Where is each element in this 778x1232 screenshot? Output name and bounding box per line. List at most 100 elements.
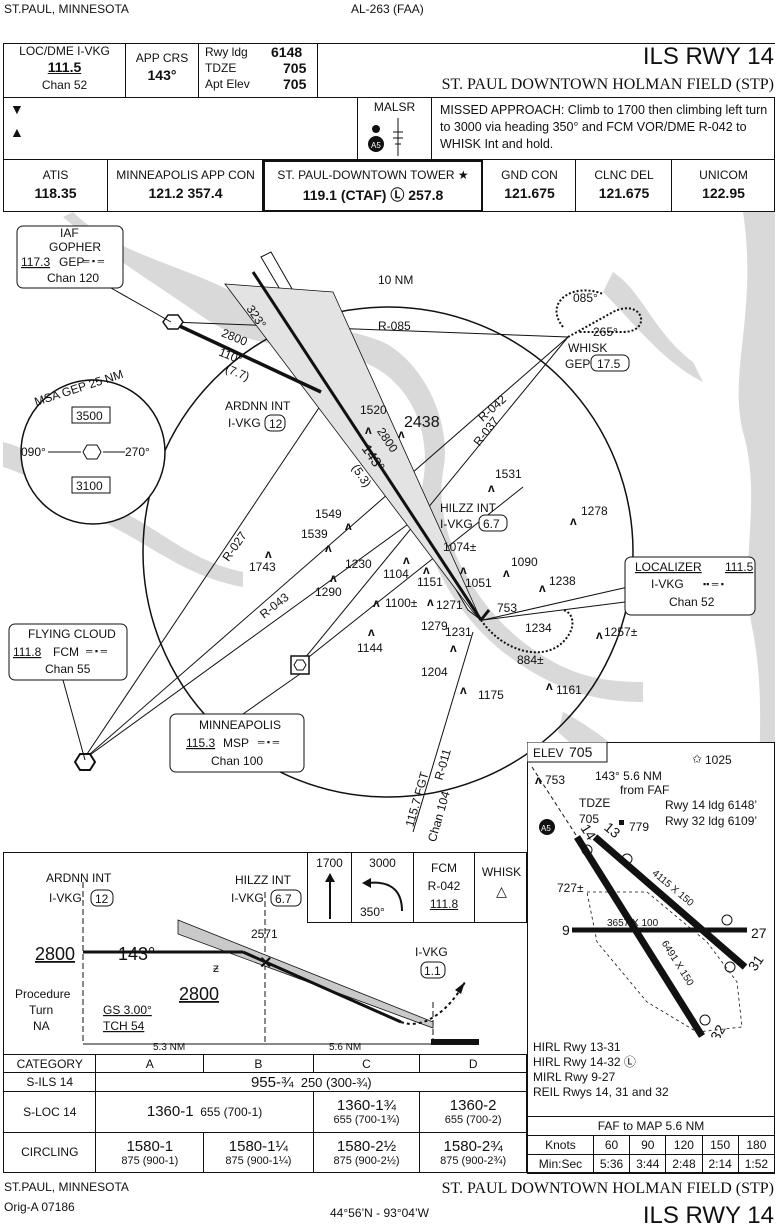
elev-value: 705 — [569, 744, 593, 760]
malsr-label: MALSR — [373, 100, 416, 114]
obstacle-label: 1290 — [315, 585, 342, 599]
unicom-label: UNICOM — [699, 168, 748, 182]
tdze-label: TDZE — [205, 61, 237, 75]
obstacle-label: 1743 — [249, 560, 276, 574]
rwy14-ldg: Rwy 14 ldg 6148’ — [665, 798, 757, 812]
r011-label: R-011 — [432, 747, 454, 782]
svg-text:ʌ: ʌ — [330, 571, 337, 585]
knots-value: 120 — [665, 1135, 703, 1155]
profile-ardnn-id: I-VKG — [49, 891, 82, 905]
loc-box-id: I-VKG — [651, 577, 684, 591]
iaf-label: IAF — [60, 226, 79, 240]
obstacle-label: 1230 — [345, 557, 372, 571]
ardnn-dist: 12 — [269, 417, 283, 431]
svg-text:ʌ: ʌ — [325, 541, 332, 555]
footer-amendment: Orig-A 07186 — [4, 1200, 75, 1214]
rwy-31: 31 — [745, 952, 767, 974]
obstacle-label: 1238 — [549, 574, 576, 588]
missed-approach-icons: 1700 3000 350° FCM R-042 111.8 WHISK △ — [307, 852, 527, 923]
hilzz-dist: 6.7 — [483, 517, 500, 531]
light-note: MIRL Rwy 9-27 — [533, 1070, 616, 1084]
malsr-icon: A5 — [368, 118, 403, 156]
svg-text:ʌ: ʌ — [460, 563, 467, 577]
app-con-freq: 121.2 357.4 — [148, 185, 223, 201]
loc-box-name: LOCALIZER — [635, 560, 702, 574]
knots-value: 180 — [737, 1135, 776, 1155]
sloc-c-sub: 655 (700-1¾) — [333, 1114, 400, 1127]
obstacle-label: 1279 — [421, 619, 448, 633]
loc-chan: Chan 52 — [41, 78, 88, 92]
gopher-name: GOPHER — [49, 240, 101, 254]
whisk-dist: 17.5 — [597, 357, 621, 371]
sils-value: 955-¾ — [250, 1073, 294, 1091]
footer-title: ILS RWY 14 — [642, 1202, 774, 1229]
knots-value: 60 — [592, 1135, 631, 1155]
whisk-gep: GEP — [565, 357, 590, 371]
footer-coords: 44°56’N - 93°04’W — [330, 1206, 429, 1220]
ardnn-name: ARDNN INT — [225, 399, 291, 413]
tower-freq: 119.1 (CTAF) Ⓛ 257.8 — [302, 187, 444, 203]
title: ILS RWY 14 — [642, 43, 774, 70]
light-note: HIRL Rwy 14-32 Ⓛ — [533, 1055, 636, 1069]
sils-minimums: 955-¾ 250 (300-¾) — [95, 1072, 527, 1093]
circ-b-value: 1580-1¼ — [228, 1137, 288, 1155]
loc-box-freq: 111.5 — [725, 560, 754, 574]
sloc-c-value: 1360-1¾ — [336, 1097, 397, 1115]
gopher-morse: ═ ▪ ═ — [82, 256, 105, 266]
ardnn-id: I-VKG — [228, 416, 261, 430]
header-location: ST.PAUL, MINNESOTA — [4, 2, 129, 16]
svg-text:A5: A5 — [541, 824, 551, 833]
obstacle-label: 1175 — [478, 688, 504, 702]
tower-elev: 1025 — [705, 753, 732, 767]
gopher-freq: 117.3 — [21, 255, 50, 269]
profile-2800b: 2800 — [179, 984, 219, 1004]
localizer-box: LOCALIZER 111.5 I-VKG ▪▪ ═ ▪ Chan 52 — [482, 556, 756, 621]
rwy-ldg-label: Rwy ldg — [205, 45, 248, 59]
profile-view — [3, 852, 527, 1054]
loc-box: LOC/DME I-VKG 111.5 Chan 52 — [3, 43, 126, 98]
hilzz-id: I-VKG — [440, 517, 473, 531]
ma-1700: 1700 — [316, 856, 343, 870]
footer-airport: ST. PAUL DOWNTOWN HOLMAN FIELD (STP) — [441, 1180, 774, 1197]
svg-text:ʌ: ʌ — [539, 581, 546, 595]
msa-3500: 3500 — [76, 409, 103, 423]
svg-text:ƶ: ƶ — [213, 961, 219, 975]
knots-label: Knots — [527, 1135, 594, 1155]
approach-course — [170, 251, 483, 621]
unicom-freq: 122.95 — [702, 185, 745, 201]
ma-whisk: WHISK — [481, 865, 522, 879]
ten-nm-label: 10 NM — [378, 273, 413, 287]
profile-hilzz-name: HILZZ INT — [235, 873, 292, 887]
flying-cloud-box: FLYING CLOUD 111.8 FCM ═ ▪ ═ Chan 55 — [8, 623, 128, 761]
profile-ardnn-name: ARDNN INT — [46, 871, 112, 885]
obstacle-label: 884± — [517, 653, 544, 667]
missed-approach-track — [480, 609, 574, 654]
pt-line3: NA — [33, 1019, 50, 1033]
svg-text:ʌ: ʌ — [460, 683, 467, 697]
svg-text:✩: ✩ — [692, 752, 702, 766]
faf-map-table: FAF to MAP 5.6 NM Knots 60 90 120 150 18… — [527, 1116, 776, 1174]
r027-label: R-027 — [219, 529, 249, 564]
runway-symbol — [479, 609, 491, 621]
app-con-label: MINNEAPOLIS APP CON — [116, 168, 255, 182]
notes-row — [3, 98, 775, 160]
minsec-label: Min:Sec — [527, 1154, 594, 1174]
profile-143: 143° — [118, 944, 155, 964]
obstacle-label: 753 — [497, 601, 517, 615]
sketch-tdze-label: TDZE — [579, 796, 610, 810]
atis-freq: 118.35 — [34, 185, 77, 201]
msp-freq: 115.3 — [186, 736, 215, 750]
loc-box-chan: Chan 52 — [669, 595, 715, 609]
obstacle-label: 1161 — [556, 683, 582, 697]
profile-2800a: 2800 — [35, 944, 75, 964]
obstacle-label: 2438 — [404, 414, 440, 431]
ma-3000: 3000 — [369, 856, 396, 870]
profile-gs: GS 3.00° — [103, 1003, 152, 1017]
apt-elev-label: Apt Elev — [205, 77, 250, 91]
min-header: C — [312, 1053, 421, 1074]
fc-freq: 111.8 — [13, 645, 42, 659]
whisk-name: WHISK — [568, 341, 607, 355]
knots-value: 90 — [629, 1135, 667, 1155]
descent-path — [242, 950, 402, 1024]
